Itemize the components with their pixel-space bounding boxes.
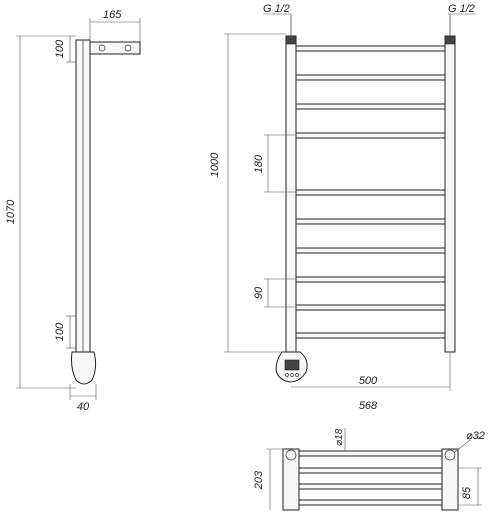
right-thread-label: G 1/2 xyxy=(448,3,475,15)
top-right-tube-circle xyxy=(444,449,456,461)
dim-85-label: 85 xyxy=(461,486,473,499)
left-top-cap xyxy=(285,35,297,45)
dim-40-label: 40 xyxy=(77,401,90,413)
top-shelf-3 xyxy=(298,483,443,490)
heater-button-3 xyxy=(295,373,299,377)
rung-8 xyxy=(295,276,446,283)
side-view: 165 1070 100 100 40 xyxy=(5,9,141,413)
top-right-riser xyxy=(441,448,459,511)
dim-100-top-label: 100 xyxy=(54,39,66,58)
top-left-tube-circle xyxy=(285,449,297,461)
top-shelf-1 xyxy=(298,450,443,457)
top-view: ⌀18 ⌀32 203 85 xyxy=(253,428,485,511)
dim-d18-label: ⌀18 xyxy=(334,428,345,446)
dim-leader-d32 xyxy=(454,439,471,453)
heater-button-1 xyxy=(285,373,289,377)
bracket-hole-1 xyxy=(98,44,106,52)
dim-100-bottom-label: 100 xyxy=(54,322,66,341)
dim-90-label: 90 xyxy=(253,286,265,299)
dim-d32-label: ⌀32 xyxy=(466,430,485,442)
rung-7 xyxy=(295,247,446,254)
rung-3 xyxy=(295,103,446,110)
heater-display xyxy=(284,359,300,371)
right-top-cap xyxy=(444,35,456,45)
side-top-bracket xyxy=(89,41,141,55)
dim-165-label: 165 xyxy=(103,9,122,21)
rung-1 xyxy=(295,45,446,52)
rung-2 xyxy=(295,74,446,81)
rung-9 xyxy=(295,304,446,311)
dim-180-label: 180 xyxy=(253,154,265,173)
top-shelf-4 xyxy=(298,499,443,506)
top-shelf-2 xyxy=(298,467,443,474)
side-heater-housing xyxy=(71,351,97,385)
left-thread-label: G 1/2 xyxy=(263,3,290,15)
top-left-riser xyxy=(282,448,300,511)
dim-568-label: 568 xyxy=(359,400,378,412)
rung-4 xyxy=(295,132,446,139)
dim-1070-label: 1070 xyxy=(5,199,17,224)
rung-5 xyxy=(295,189,446,196)
dim-1000-label: 1000 xyxy=(209,152,221,177)
dim-203-label: 203 xyxy=(253,470,265,490)
bracket-hole-2 xyxy=(124,44,132,52)
left-riser xyxy=(285,35,297,353)
heater-unit xyxy=(275,351,308,383)
rung-10 xyxy=(295,332,446,339)
heater-button-2 xyxy=(290,373,294,377)
dim-500-label: 500 xyxy=(359,375,378,387)
rungs xyxy=(295,45,446,339)
front-view: G 1/2 G 1/2 1000 180 90 500 568 xyxy=(209,3,476,412)
rung-6 xyxy=(295,218,446,225)
right-riser xyxy=(444,35,456,353)
